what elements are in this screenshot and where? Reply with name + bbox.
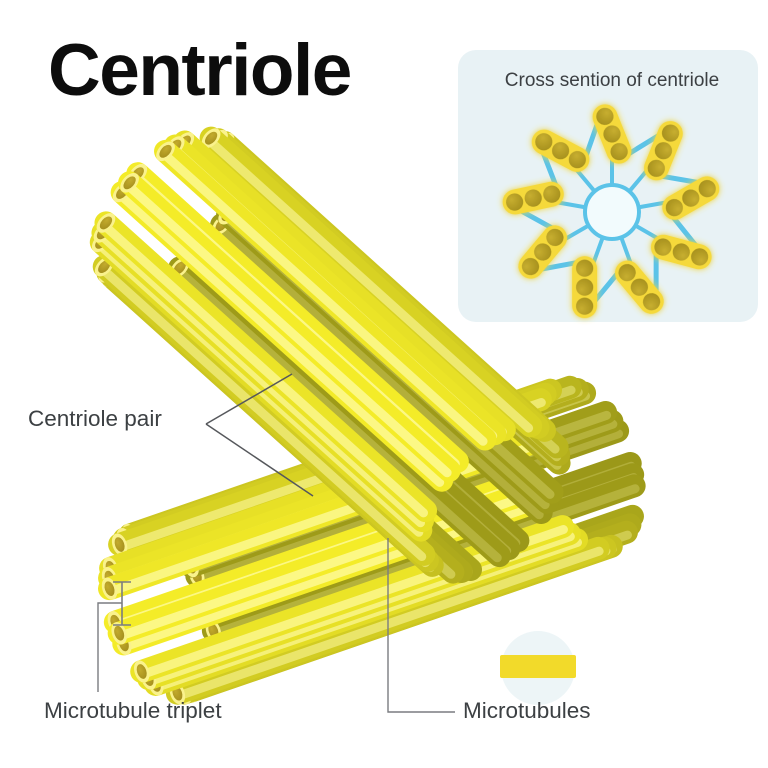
microtubule-highlight — [204, 135, 534, 433]
microtubule-dot — [524, 189, 542, 207]
microtubule — [92, 255, 436, 566]
cross-section-graphic — [502, 104, 720, 319]
legend-bar — [500, 655, 576, 678]
microtubule-triplet-cross-section — [614, 260, 664, 314]
microtubule — [199, 126, 543, 438]
microtubule — [94, 211, 438, 523]
microtubule-dot — [576, 278, 594, 296]
opening-lumen — [159, 144, 172, 158]
microtubule-dot — [576, 259, 594, 277]
opening-lumen — [136, 664, 147, 679]
microtubule-highlight — [173, 265, 502, 563]
microtubule-dot — [691, 248, 709, 266]
microtubule-dot — [603, 125, 621, 143]
microtubule-dot — [672, 243, 690, 261]
label-centriole-pair: Centriole pair — [28, 406, 162, 431]
label-microtubules: Microtubules — [463, 698, 591, 723]
microtubule-dot — [647, 159, 665, 177]
microtubule-highlight — [97, 264, 427, 562]
microtubule-opening — [134, 660, 150, 683]
microtubule-dot — [568, 151, 586, 169]
label-microtubule-triplet: Microtubule triplet — [44, 698, 222, 723]
microtubule-dot — [506, 193, 524, 211]
opening-lumen — [99, 216, 113, 230]
microtubule-highlight — [123, 180, 452, 478]
microtubule-triplet-cross-section — [572, 256, 598, 319]
microtubule-dot — [654, 142, 673, 160]
microtubule-opening — [101, 577, 118, 600]
microtubule-triplet-cross-section — [531, 129, 590, 172]
microtubule-opening — [156, 141, 175, 162]
microtubule-dot — [534, 243, 552, 261]
centriole-hub — [583, 183, 641, 241]
microtubule-dot — [543, 185, 561, 203]
page-title: Centriole — [48, 30, 352, 111]
leader-microtubules — [387, 538, 455, 713]
microtubule-triplet-cross-section — [650, 234, 712, 270]
microtubule-triplet-cross-section — [518, 225, 568, 279]
microtubule-dot — [521, 257, 540, 276]
microtubule-body — [168, 256, 511, 568]
microtubule-triplet-cross-section — [502, 181, 564, 215]
microtubule-opening — [201, 128, 221, 148]
microtubule-highlight — [215, 222, 544, 520]
microtubule-legend-swatch — [500, 631, 576, 705]
microtubule-dot — [654, 238, 672, 256]
cross-section-panel-title: Cross sention of centriole — [504, 70, 720, 91]
microtubule-opening — [111, 533, 128, 556]
microtubule-dot — [642, 293, 661, 311]
microtubule-dot — [698, 180, 716, 198]
microtubule-dot — [630, 278, 648, 296]
microtubule-dot — [551, 142, 570, 160]
microtubule-dot — [576, 297, 594, 315]
microtubule-highlight — [99, 220, 429, 518]
microtubule-highlight — [115, 190, 445, 487]
microtubule-highlight — [96, 230, 426, 528]
microtubule — [118, 171, 461, 483]
microtubule-triplet-cross-section — [662, 176, 720, 220]
opening-lumen — [123, 176, 136, 190]
leader-microtubule-triplet — [97, 581, 131, 692]
microtubule-highlight — [159, 149, 488, 446]
microtubule-dot — [682, 189, 700, 207]
microtubule-opening — [111, 622, 127, 645]
opening-lumen — [114, 537, 125, 552]
microtubule — [110, 180, 454, 492]
upper-centriole — [89, 126, 571, 584]
microtubule-dot — [665, 199, 683, 217]
microtubule-opening — [96, 213, 116, 233]
leader-centriole-pair — [205, 373, 314, 497]
opening-lumen — [98, 260, 111, 274]
microtubule-dot — [610, 143, 628, 161]
microtubule-dot — [535, 133, 553, 151]
microtubule-dot — [618, 264, 636, 282]
opening-lumen — [114, 625, 125, 641]
opening-lumen — [104, 581, 115, 597]
microtubule-dot — [596, 107, 614, 125]
microtubule-dot — [546, 228, 564, 247]
microtubule-opening — [120, 173, 139, 193]
microtubule-dot — [661, 124, 680, 142]
opening-lumen — [204, 131, 218, 145]
microtubule-body — [210, 213, 553, 525]
microtubule-triplet-cross-section — [592, 104, 632, 164]
microtubule-highlight — [173, 546, 604, 701]
microtubule-triplet-cross-section — [643, 121, 683, 181]
microtubule — [154, 139, 497, 451]
